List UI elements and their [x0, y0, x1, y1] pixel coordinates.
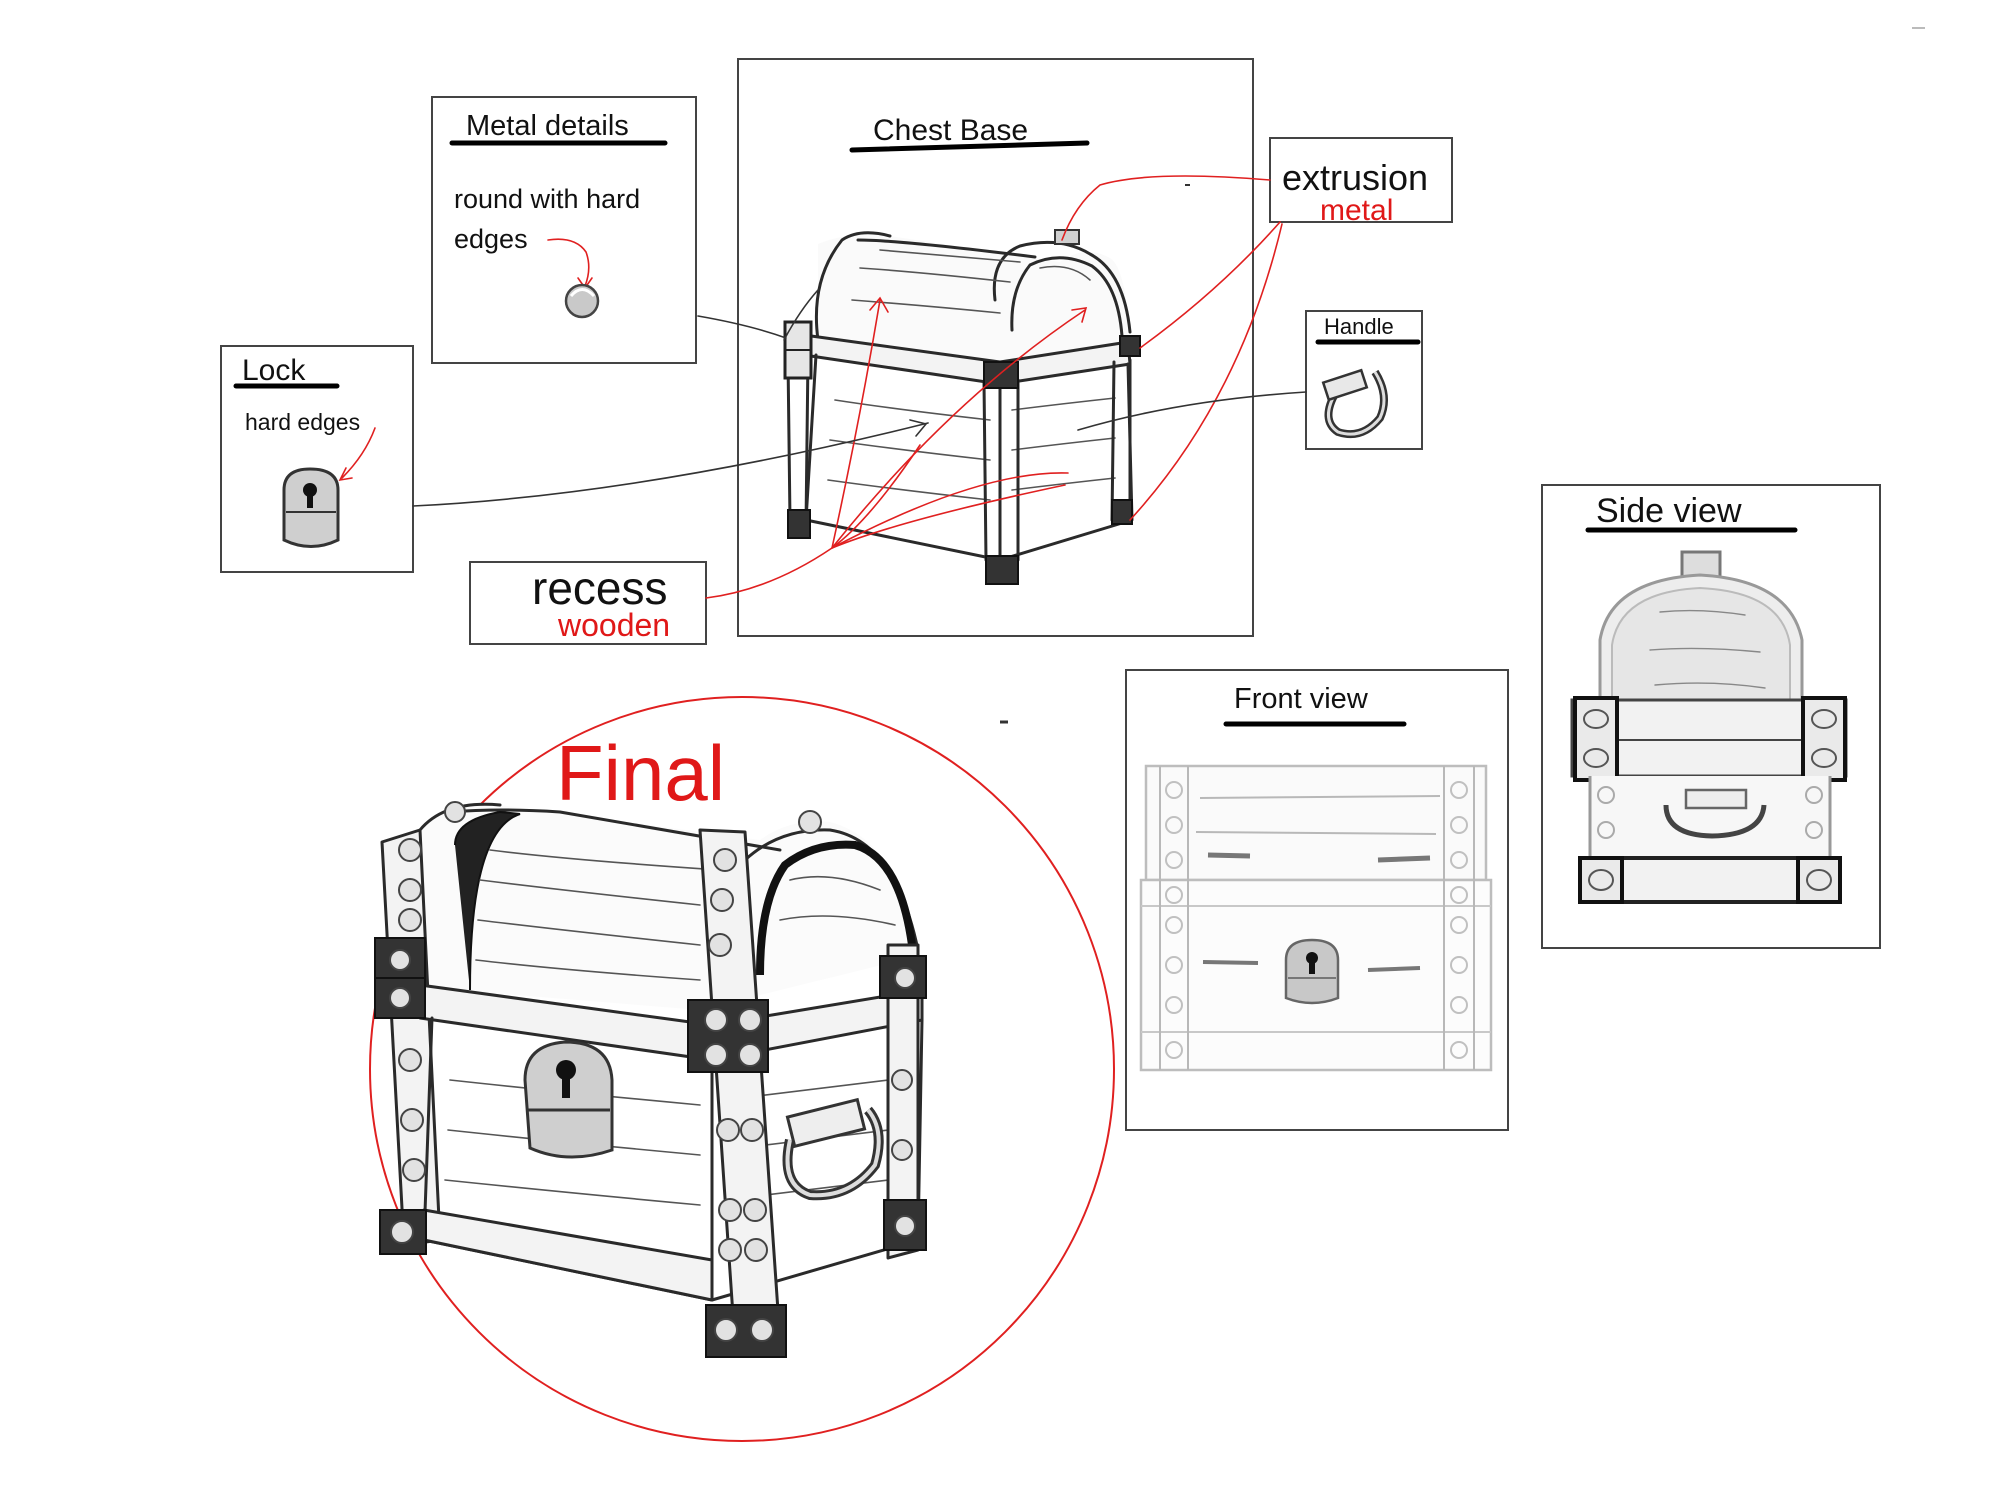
lock-sample-icon — [284, 469, 338, 547]
side-view-title: Side view — [1596, 492, 1742, 530]
recess-material: wooden — [557, 607, 670, 643]
lock-title: Lock — [242, 354, 306, 387]
lock-note: hard edges — [245, 409, 360, 435]
rivet-sample-icon — [566, 285, 598, 317]
metal-details-title: Metal details — [466, 110, 629, 142]
extrusion-material: metal — [1320, 194, 1393, 227]
front-view-title: Front view — [1234, 683, 1369, 715]
front-view-sketch — [1141, 766, 1491, 1070]
metal-details-note-2: edges — [454, 224, 528, 254]
side-view-panel: Side view — [1542, 485, 1880, 948]
chest-base-panel: Chest Base — [738, 59, 1253, 636]
final-render: Final — [370, 697, 1114, 1441]
lock-panel: Lock hard edges — [221, 346, 413, 572]
chest-base-title: Chest Base — [873, 114, 1028, 147]
front-view-panel: Front view — [1126, 670, 1508, 1130]
metal-details-note: round with hard — [454, 184, 640, 214]
extrusion-title: extrusion — [1282, 157, 1428, 198]
handle-panel: Handle — [1306, 311, 1422, 449]
final-title: Final — [556, 729, 725, 817]
extrusion-label: extrusion metal — [1270, 138, 1452, 227]
metal-details-panel: Metal details round with hard edges — [432, 97, 696, 363]
final-chest-sketch — [375, 802, 926, 1357]
final-lock-icon — [525, 1042, 612, 1157]
recess-label: recess wooden — [470, 562, 706, 644]
final-handle-icon — [787, 1100, 878, 1196]
handle-title: Handle — [1324, 314, 1394, 339]
front-lock-icon — [1286, 940, 1338, 1003]
